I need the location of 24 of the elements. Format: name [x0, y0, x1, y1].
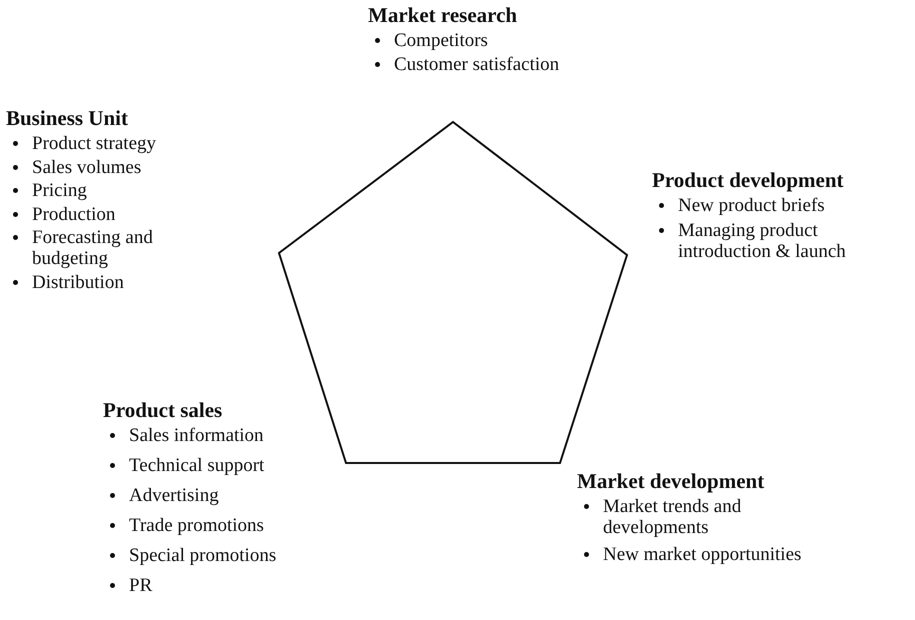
bullet-item: Distribution	[32, 272, 124, 292]
bullet-item: Sales volumes	[32, 156, 142, 178]
bullet-item: Sales information	[129, 425, 264, 446]
bullet-item: Technical support	[129, 455, 264, 476]
bullet-item: Competitors	[394, 30, 488, 51]
bullet-item: PR	[129, 575, 152, 596]
bullet-item: Production	[32, 204, 116, 224]
section-heading: Market research	[368, 3, 518, 27]
pentagon	[278, 120, 628, 464]
bullet-item: Market trends and developments	[603, 496, 742, 538]
section-heading: Product sales	[103, 398, 222, 422]
bullet-item: Product strategy	[32, 133, 156, 154]
bullet-item: Managing product introduction & launch	[678, 220, 846, 262]
section-heading: Market development	[577, 469, 764, 493]
bullet-item: Customer satisfaction	[394, 54, 560, 75]
bullet-item: Forecasting and budgeting	[32, 227, 153, 269]
bullet-item: Pricing	[32, 180, 87, 201]
bullet-item: New market opportunities	[603, 544, 802, 565]
bullet-item: Trade promotions	[129, 515, 264, 536]
section-heading: Business Unit	[6, 106, 128, 130]
bullet-item: New product briefs	[678, 195, 825, 216]
bullet-item: Special promotions	[129, 545, 276, 566]
section-heading: Product development	[652, 168, 844, 192]
bullet-item: Advertising	[129, 485, 219, 506]
